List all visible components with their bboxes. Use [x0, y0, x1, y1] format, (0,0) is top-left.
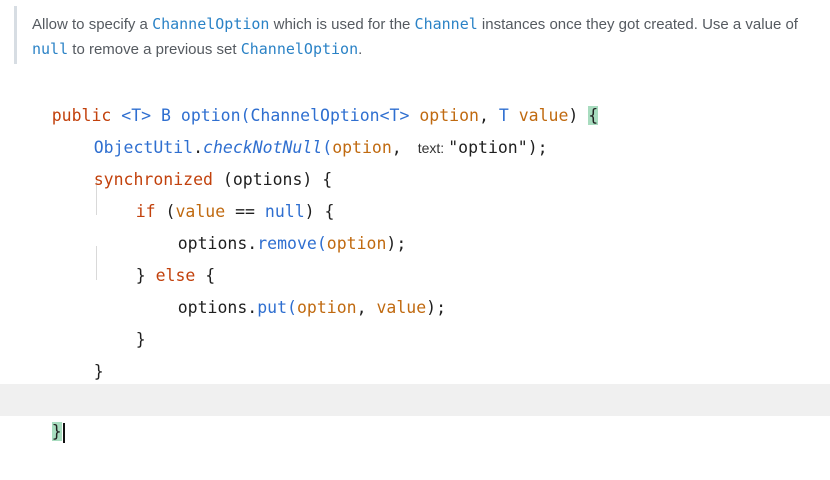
doc-text: to remove a previous set — [68, 41, 241, 58]
text-cursor — [62, 422, 65, 443]
code-editor[interactable]: public <T> B option(ChannelOption<T> opt… — [0, 68, 830, 443]
punct: } — [135, 266, 156, 285]
method-call: remove — [257, 234, 317, 253]
type: ChannelOption<T> — [250, 106, 410, 125]
argument: value — [376, 298, 427, 317]
param: option — [419, 106, 479, 125]
punct: ( — [155, 202, 176, 221]
punct: ); — [527, 138, 548, 157]
doc-text: instances once they got created. Use a v… — [477, 16, 798, 33]
doc-text: . — [358, 41, 363, 58]
doc-code-channeloption: ChannelOption — [152, 15, 270, 33]
code-line-6[interactable]: } else { — [0, 228, 830, 285]
doc-text: which is used for the — [269, 16, 415, 33]
parameter-hint: text: — [417, 140, 445, 156]
punct: { — [195, 266, 216, 285]
punct: } — [93, 362, 104, 381]
punct: , — [478, 106, 499, 125]
method-call: put — [257, 298, 288, 317]
code-line-5[interactable]: options.remove(option); — [0, 196, 830, 253]
javadoc-block: Allow to specify a ChannelOption which i… — [14, 6, 830, 64]
indent-guide — [96, 181, 97, 215]
punct: . — [193, 138, 204, 157]
class-name: ObjectUtil — [93, 138, 194, 157]
code-line-9[interactable]: } — [0, 324, 830, 381]
code-line-1[interactable]: public <T> B option(ChannelOption<T> opt… — [0, 68, 830, 125]
punct: . — [247, 298, 258, 317]
code-line-3[interactable]: synchronized (options) { — [0, 132, 830, 189]
punct: ( — [322, 138, 333, 157]
operator: == — [225, 202, 265, 221]
code-line-2[interactable]: ObjectUtil.checkNotNull(option,text:"opt… — [0, 100, 830, 157]
code-line-8[interactable]: } — [0, 292, 830, 349]
matched-brace: { — [588, 106, 599, 125]
type: T — [498, 106, 509, 125]
keyword: synchronized — [93, 170, 213, 189]
argument: option — [332, 138, 392, 157]
method-call: checkNotNull — [203, 138, 323, 157]
punct: . — [247, 234, 258, 253]
punct: ( — [316, 234, 327, 253]
keyword: else — [155, 266, 196, 285]
punct: } — [135, 330, 146, 349]
doc-code-channeloption: ChannelOption — [240, 40, 359, 58]
punct: ( — [287, 298, 297, 317]
argument: option — [326, 234, 387, 253]
punct: ) — [568, 106, 589, 125]
keyword: if — [135, 202, 156, 221]
punct: , — [356, 298, 377, 317]
type: <T> — [121, 106, 152, 125]
doc-code-channel: Channel — [414, 15, 478, 33]
punct: ( — [240, 106, 251, 125]
code-line-4[interactable]: if (value == null) { — [0, 164, 830, 221]
punct: ) { — [304, 202, 335, 221]
doc-code-null: null — [32, 40, 69, 58]
string-literal: "option" — [448, 138, 528, 157]
keyword: public — [51, 106, 122, 125]
punct: ); — [386, 234, 407, 253]
param: value — [518, 106, 569, 125]
variable: options — [177, 234, 248, 253]
type: B — [161, 106, 171, 125]
indent-guide — [96, 246, 97, 280]
punct: , — [391, 138, 402, 157]
argument: option — [296, 298, 357, 317]
code-text: (options) { — [212, 170, 333, 189]
doc-text: Allow to specify a — [32, 16, 153, 33]
method-name: option — [180, 106, 241, 125]
code-line-11-current[interactable]: } — [0, 384, 830, 443]
null-literal: null — [264, 202, 305, 221]
punct: ); — [426, 298, 447, 317]
variable: options — [177, 298, 248, 317]
code-line-7[interactable]: options.put(option, value); — [0, 260, 830, 317]
variable: value — [175, 202, 226, 221]
